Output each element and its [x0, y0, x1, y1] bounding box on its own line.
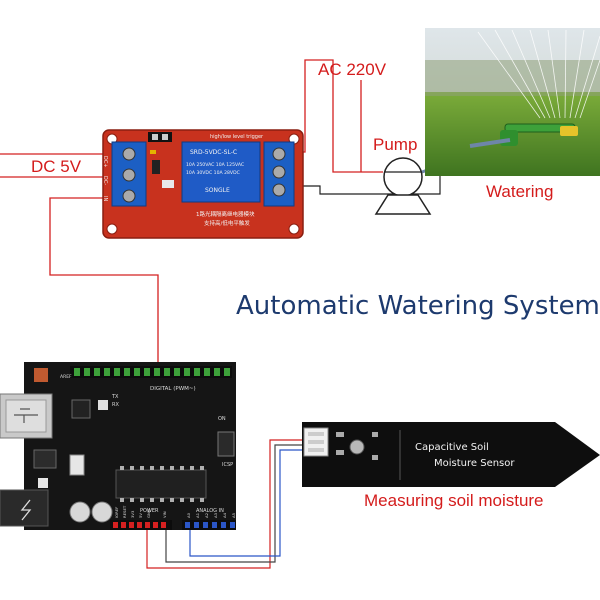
relay-module: DC+ DC- IN high/low level trigger SRD-5V…: [102, 129, 304, 239]
a0-label: A0: [186, 512, 191, 518]
relay-rating-2: 10A 30VDC 10A 28VDC: [186, 170, 240, 176]
measuring-label: Measuring soil moisture: [364, 491, 544, 510]
a3-label: A3: [213, 512, 218, 518]
pin-in: IN: [102, 196, 108, 201]
signal-wire: [49, 197, 159, 372]
watering-photo: Watering: [425, 28, 600, 201]
watering-label: Watering: [486, 182, 553, 201]
pump-label: Pump: [373, 135, 417, 154]
digital-header: [70, 366, 232, 378]
v33-label: 3V3: [130, 510, 135, 518]
sensor-line-2: Moisture Sensor: [434, 458, 515, 469]
relay-rating-1: 10A 250VAC 10A 125VAC: [186, 162, 244, 168]
vin-label: VIN: [162, 511, 167, 518]
diagram-title: Automatic Watering System: [236, 291, 600, 321]
sensor-wire-red: [146, 439, 305, 569]
trigger-label: high/low level trigger: [210, 134, 264, 140]
atmega-chip: [115, 469, 207, 499]
sensor-line-1: Capacitive Soil: [415, 442, 489, 453]
relay-model: SRD-5VDC-SL-C: [190, 149, 237, 156]
on-label: ON: [218, 416, 226, 422]
ioref-label: IOREF: [114, 507, 119, 518]
module-line-2: 支持高/低电平触发: [204, 219, 250, 227]
relay-cube: [181, 141, 261, 203]
rx-label: RX: [112, 402, 119, 408]
arduino-board: ICSP ON TX RX AREF DIGITAL (PWM~) POWER …: [0, 362, 236, 530]
soil-moisture-sensor: Capacitive Soil Moisture Sensor: [302, 422, 600, 487]
a4-label: A4: [222, 512, 227, 518]
analog-label: ANALOG IN: [196, 508, 224, 514]
icsp-label: ICSP: [222, 462, 233, 468]
tx-label: TX: [111, 394, 119, 400]
gnd-label: GND: [146, 509, 151, 518]
aref-label: AREF: [60, 374, 72, 380]
sensor-wire-blue: [189, 449, 305, 557]
pin-dc-minus: DC-: [102, 176, 108, 185]
trigger-jumper: [148, 132, 172, 142]
ac-supply-label: AC 220V: [318, 60, 387, 79]
v5-label: 5V: [138, 513, 143, 518]
reset-label: RESET: [122, 505, 127, 518]
sensor-wire-black: [165, 444, 305, 563]
icsp-header: [217, 431, 235, 457]
a1-label: A1: [195, 512, 200, 518]
pump: [374, 157, 432, 215]
relay-brand: SONGLE: [205, 187, 230, 194]
module-line-1: 1路光耦隔离继电器模块: [196, 210, 255, 218]
power-label: POWER: [140, 508, 159, 514]
analog-header: [182, 520, 236, 530]
pin-dc-plus: DC+: [102, 156, 108, 168]
dc-supply-label: DC 5V: [31, 157, 82, 176]
digital-label: DIGITAL (PWM~): [150, 386, 196, 392]
a5-label: A5: [231, 512, 236, 518]
a2-label: A2: [204, 512, 209, 518]
